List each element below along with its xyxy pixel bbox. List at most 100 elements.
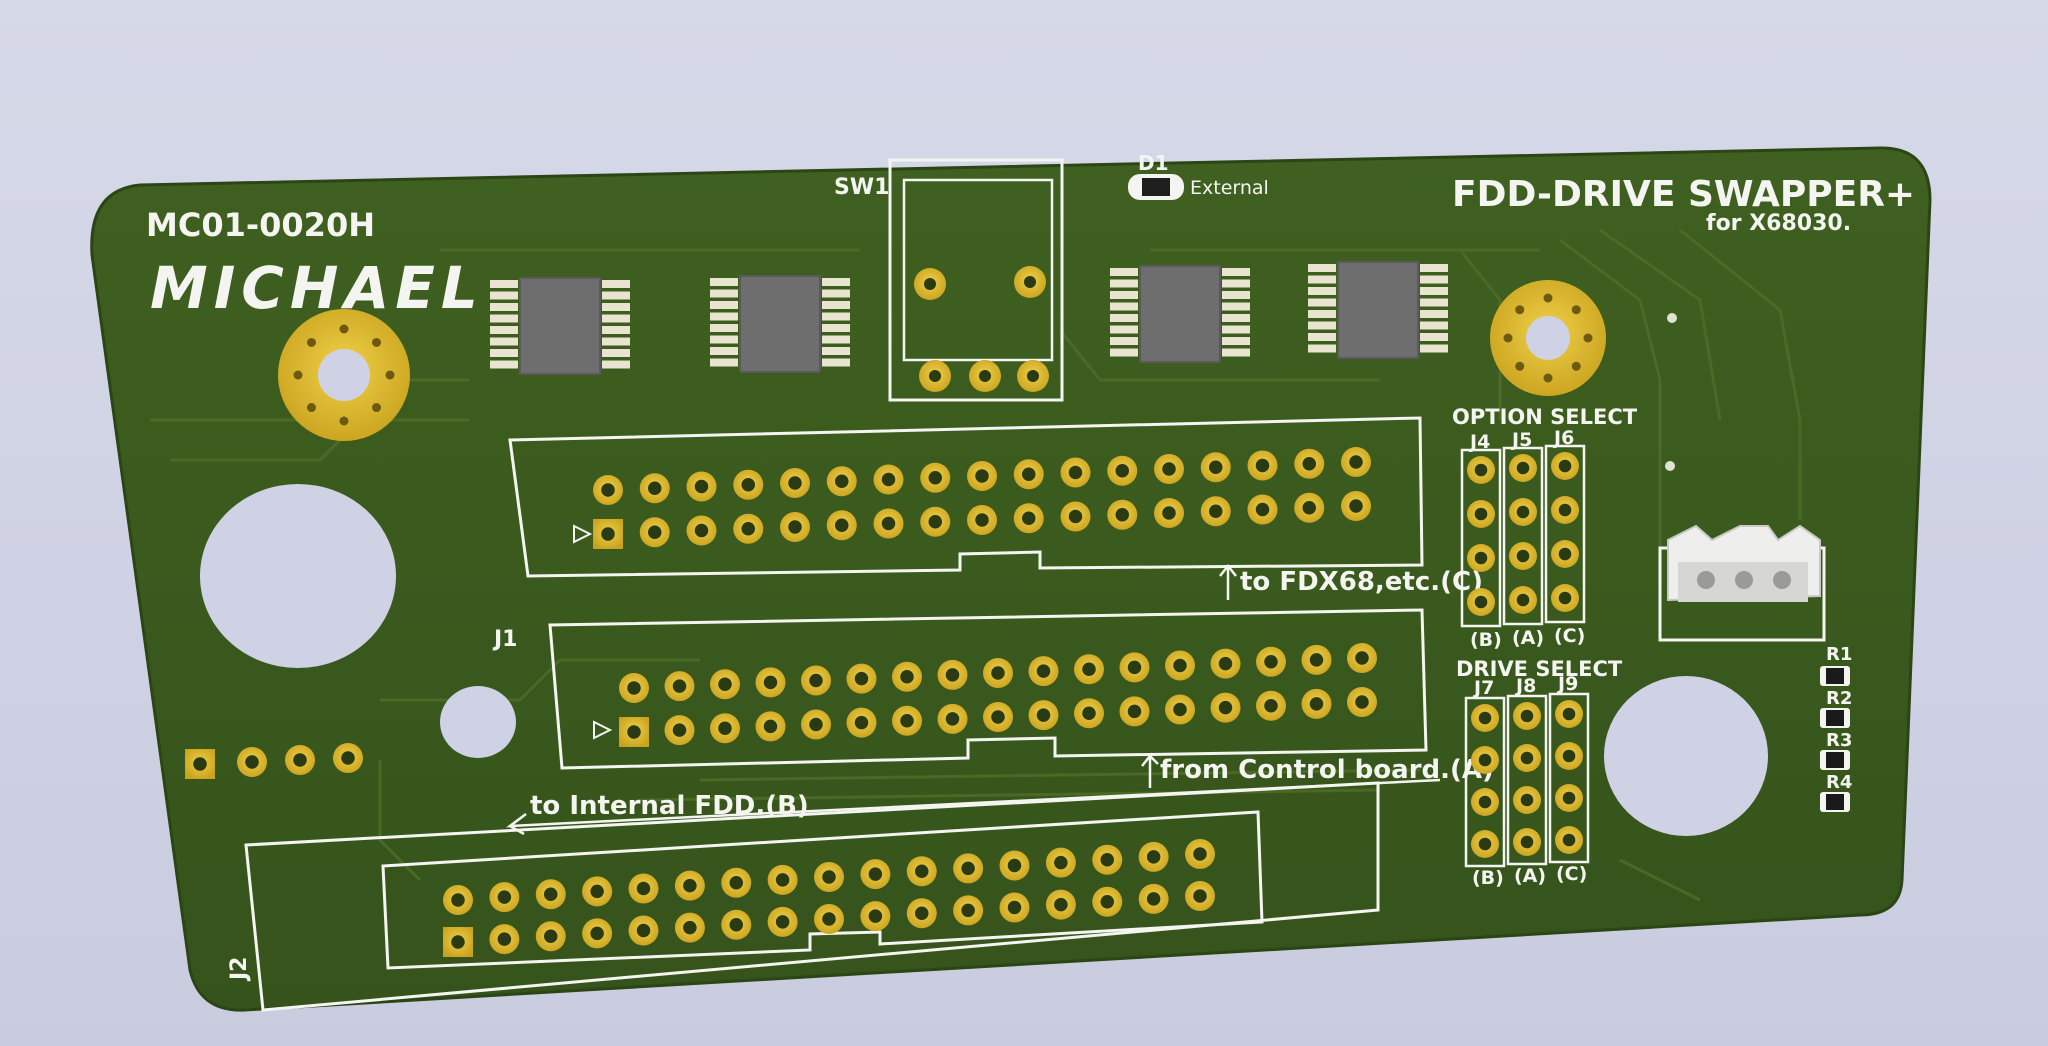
ic-lead xyxy=(1308,333,1336,341)
ic-lead xyxy=(602,280,630,288)
j6-refdes: J6 xyxy=(1552,427,1574,449)
ic-lead xyxy=(1308,310,1336,318)
ic-lead xyxy=(822,324,850,332)
ic-lead xyxy=(1420,298,1448,307)
ic-lead xyxy=(1308,287,1336,295)
ic-lead xyxy=(1110,279,1138,288)
ic-lead xyxy=(490,291,518,300)
ic-lead xyxy=(1222,337,1250,345)
sw1-footprint xyxy=(888,158,1064,402)
ic-lead xyxy=(490,360,518,369)
ic-lead xyxy=(1110,325,1138,334)
ic-body xyxy=(1139,265,1221,363)
ic-lead xyxy=(602,349,630,357)
label-from-control: from Control board.(A) xyxy=(1160,755,1494,785)
ic-lead xyxy=(710,347,738,355)
left-4pin-header xyxy=(185,743,363,779)
ic-lead xyxy=(490,349,518,357)
jumper-pins xyxy=(1467,452,1583,858)
ic-lead xyxy=(1110,314,1138,322)
ic-lead xyxy=(1110,348,1138,357)
ic-lead xyxy=(1222,268,1250,276)
ic-lead xyxy=(822,301,850,309)
ic-lead xyxy=(1308,264,1336,272)
ic-lead xyxy=(1222,302,1250,311)
ic-body xyxy=(519,277,601,375)
j2-refdes: J2 xyxy=(227,957,252,983)
mount-via xyxy=(1515,305,1525,315)
mount-via xyxy=(339,416,349,426)
power-connector xyxy=(1658,524,1826,642)
pin1-marker-upper xyxy=(573,524,593,544)
drive-sel-a: (A) xyxy=(1514,865,1546,887)
large-hole-right xyxy=(1604,676,1768,836)
ic-lead xyxy=(490,314,518,323)
ic-lead xyxy=(1308,321,1336,330)
mount-via xyxy=(339,324,349,334)
resistors xyxy=(1820,666,1850,812)
ic-lead xyxy=(602,337,630,346)
arrow-from-control xyxy=(1141,752,1159,788)
mount-via xyxy=(1543,373,1553,383)
mount-via xyxy=(385,370,395,380)
label-to-internal: to Internal FDD.(B) xyxy=(530,791,809,821)
ic-lead xyxy=(822,335,850,344)
ic-lead xyxy=(822,289,850,298)
ic-lead xyxy=(710,312,738,321)
mount-via xyxy=(372,337,382,347)
mount-via xyxy=(1515,361,1525,371)
ic-lead xyxy=(822,278,850,286)
mount-via xyxy=(1571,361,1581,371)
ic-lead xyxy=(602,360,630,369)
ic-lead xyxy=(1420,333,1448,341)
j1-refdes: J1 xyxy=(492,627,518,652)
j5-refdes: J5 xyxy=(1510,429,1532,451)
option-select-j4-outline xyxy=(1460,448,1502,628)
drive-select-j9-outline xyxy=(1548,692,1590,864)
option-select-title: OPTION SELECT xyxy=(1452,405,1638,429)
mount-via xyxy=(306,337,316,347)
ic-lead xyxy=(490,326,518,334)
d1-refdes: D1 xyxy=(1138,151,1169,175)
r2-refdes: R2 xyxy=(1826,688,1852,709)
ic-lead xyxy=(1110,302,1138,311)
j4-refdes: J4 xyxy=(1468,431,1490,453)
ic-lead xyxy=(710,335,738,344)
ic-lead xyxy=(602,326,630,334)
option-select-j6-outline xyxy=(1544,444,1586,624)
ic-lead xyxy=(1308,344,1336,353)
ic-lead xyxy=(822,312,850,321)
label-to-fdx68: to FDX68,etc.(C) xyxy=(1240,567,1483,597)
option-sel-a: (A) xyxy=(1512,627,1544,649)
sw1-refdes: SW1 xyxy=(834,175,889,200)
ic-lead xyxy=(1222,314,1250,322)
drive-select-j8-outline xyxy=(1506,694,1548,866)
r1-refdes: R1 xyxy=(1826,644,1852,665)
ic-lead xyxy=(1110,291,1138,299)
ic-lead xyxy=(710,301,738,309)
option-select-j5-outline xyxy=(1502,446,1544,626)
copper-traces xyxy=(150,228,1802,902)
mount-via xyxy=(1543,293,1553,303)
ic-body xyxy=(1337,261,1419,359)
ic-lead xyxy=(822,358,850,367)
mount-via xyxy=(372,403,382,413)
ic-lead xyxy=(1308,298,1336,307)
ic-lead xyxy=(490,337,518,346)
ic-lead xyxy=(1222,279,1250,288)
arrow-to-internal xyxy=(505,778,1441,836)
mount-via xyxy=(293,370,303,380)
ic-lead xyxy=(710,289,738,298)
via-rings xyxy=(293,293,1593,426)
mount-via xyxy=(1583,333,1593,343)
r4-refdes: R4 xyxy=(1826,772,1852,793)
option-sel-b: (B) xyxy=(1470,629,1502,651)
d1-label: External xyxy=(1190,177,1269,199)
r3-refdes: R3 xyxy=(1826,730,1852,751)
ic-lead xyxy=(490,303,518,311)
ic-lead xyxy=(710,358,738,367)
mount-via xyxy=(1571,305,1581,315)
ic-lead xyxy=(602,291,630,300)
ic-lead xyxy=(490,280,518,288)
ic-packages xyxy=(490,261,1448,375)
